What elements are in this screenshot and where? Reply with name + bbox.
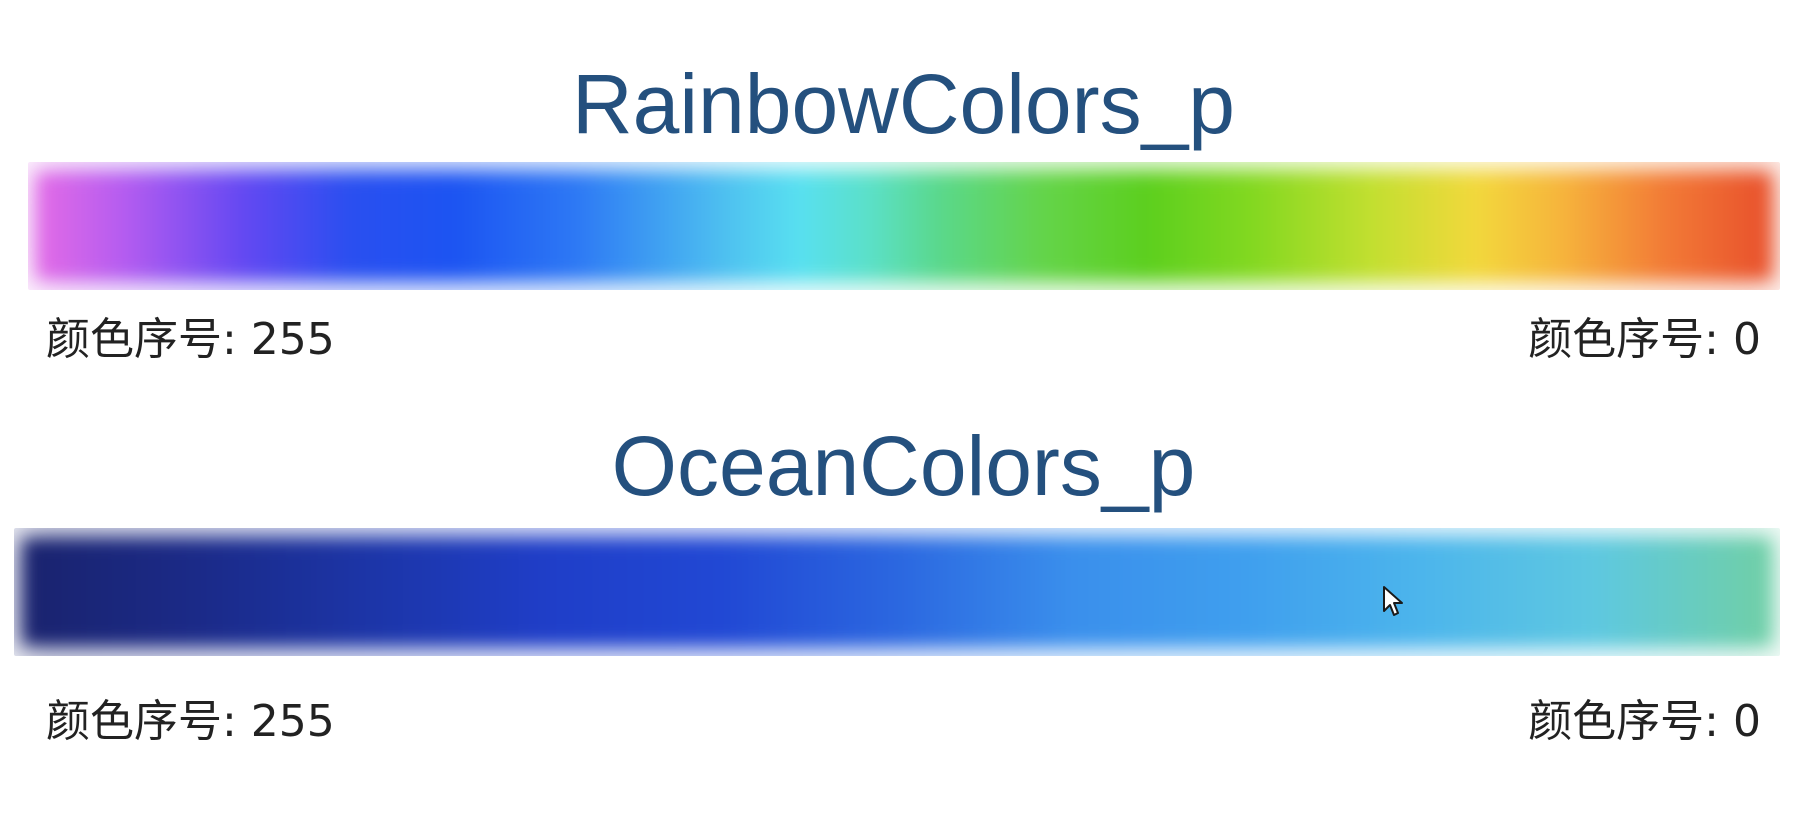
ocean-colorbar [14,528,1780,656]
ocean-colormap-title: OceanColors_p [611,419,1196,513]
rainbow-left-index-label: 颜色序号: 255 [46,314,335,365]
rainbow-right-index-label: 颜色序号: 0 [1528,314,1761,365]
rainbow-colorbar-fill [38,174,1770,278]
rainbow-colormap-title: RainbowColors_p [571,57,1236,151]
ocean-right-index-label: 颜色序号: 0 [1528,696,1761,747]
ocean-colorbar-fill [24,540,1770,644]
mouse-pointer-icon [1383,586,1403,616]
rainbow-colorbar [28,162,1780,290]
ocean-left-index-label: 颜色序号: 255 [46,696,335,747]
